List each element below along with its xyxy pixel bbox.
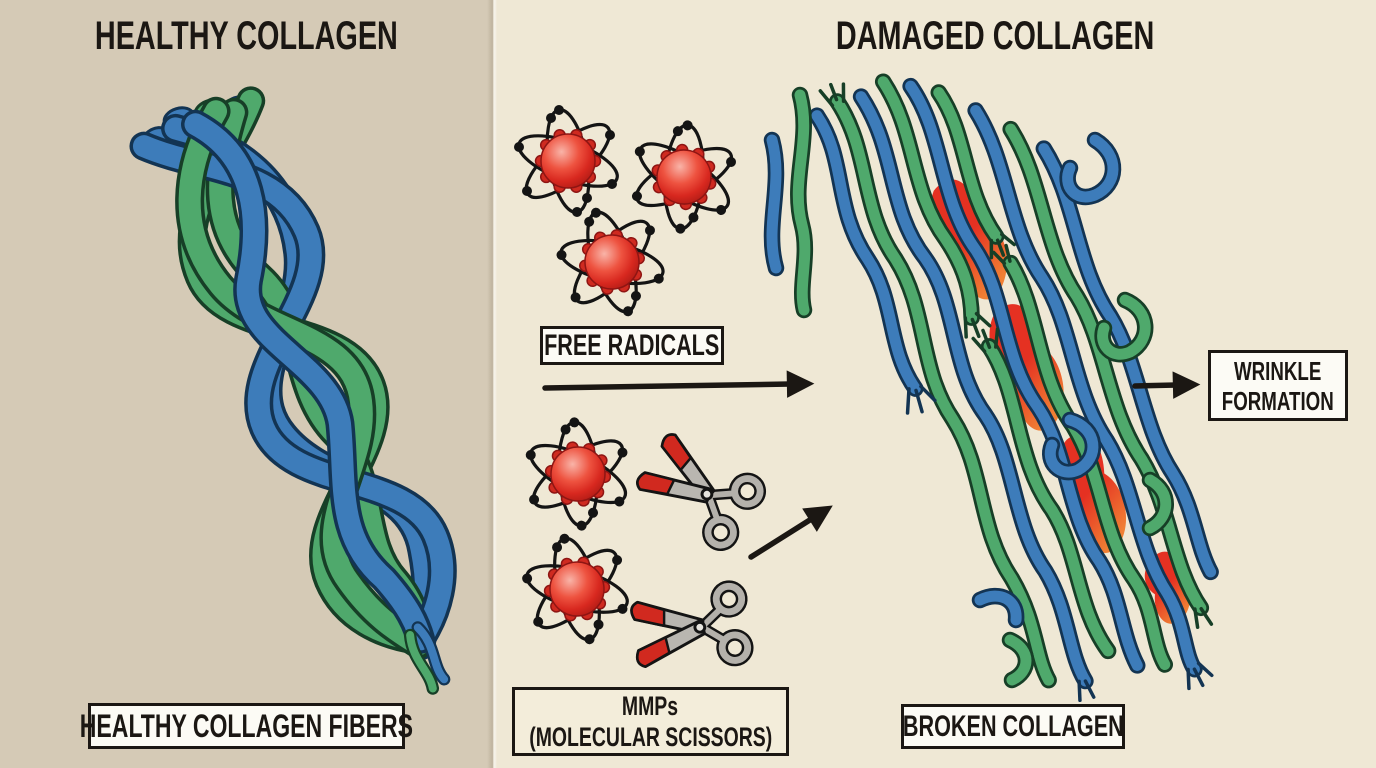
wrinkle-formation-label: WRINKLE FORMATION [1208,350,1348,421]
free-radicals-label: FREE RADICALS [540,326,724,365]
atom-icon [511,103,625,219]
atom-icon [615,107,753,247]
arrow-right-icon [542,370,815,398]
free-radicals-text: FREE RADICALS [544,328,720,362]
wrinkle-text-line1: WRINKLE [1234,355,1322,386]
damaged-collagen-fibers [808,73,1219,703]
atom-icon [516,527,638,651]
molecular-scissors [630,427,765,672]
damaged-panel-title: DAMAGED COLLAGEN [700,14,1290,58]
frayed-ends [818,82,1214,703]
healthy-collagen-rope [129,86,457,695]
panel-divider [487,0,497,768]
arrow-right-icon [1132,371,1201,399]
broken-collagen-label: BROKEN COLLAGEN [901,704,1125,749]
arrow-right-icon [748,505,833,560]
wrinkle-text-line2: FORMATION [1222,385,1334,416]
healthy-title-text: HEALTHY COLLAGEN [95,13,398,58]
healthy-panel-title: HEALTHY COLLAGEN [0,14,493,58]
mmps-text-line2: (MOLECULAR SCISSORS) [529,721,772,752]
broken-collagen-text: BROKEN COLLAGEN [902,709,1124,743]
mmps-label: MMPs (MOLECULAR SCISSORS) [512,687,789,756]
healthy-caption-text: HEALTHY COLLAGEN FIBERS [79,707,414,744]
scissors-icon [630,585,749,672]
healthy-collagen-fibers-label: HEALTHY COLLAGEN FIBERS [80,703,413,749]
atom-icon [547,197,677,327]
mmps-text-line1: MMPs [622,690,679,721]
scissors-icon [631,427,765,550]
damaged-title-text: DAMAGED COLLAGEN [835,13,1155,58]
loose-fiber-curls [763,86,1174,689]
atom-icon [515,410,641,538]
free-radical-atoms [511,103,753,651]
